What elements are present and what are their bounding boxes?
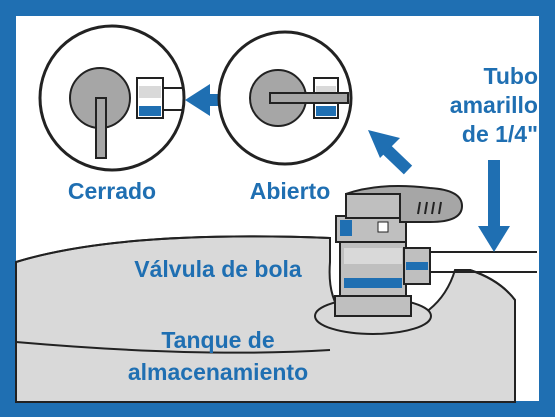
label-tube-line2: amarillo [450,92,538,118]
valve-open-circle-icon [217,30,353,166]
label-tube-line3: de 1/4" [462,121,538,147]
label-tank-line2: almacenamiento [128,359,308,385]
valve-closed-circle-icon [38,24,186,172]
arrow-up-left-icon [368,130,413,175]
ball-valve-icon [314,185,464,335]
tube-lines [430,251,537,273]
arrow-down-icon [478,160,510,252]
label-tube-line1: Tubo [484,63,539,89]
label-valve: Válvula de bola [134,256,302,282]
label-open: Abierto [250,178,331,204]
label-tank-line1: Tanque de [161,327,274,353]
label-closed: Cerrado [68,178,156,204]
